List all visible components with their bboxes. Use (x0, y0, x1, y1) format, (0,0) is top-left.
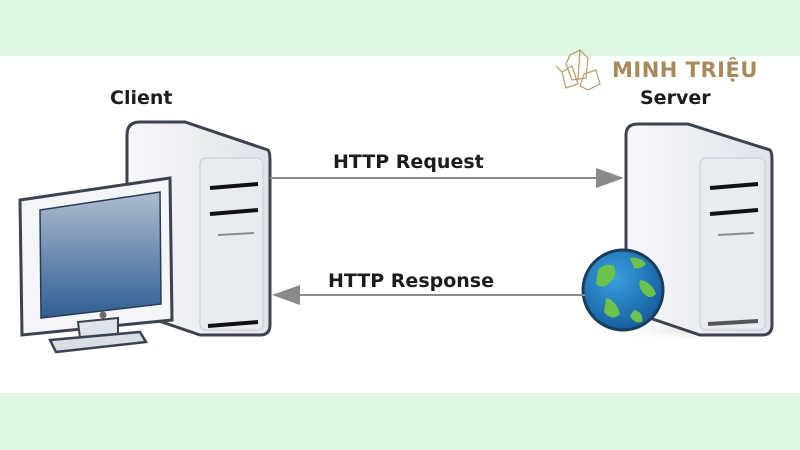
http-request-label: HTTP Request (333, 151, 484, 173)
http-response-label: HTTP Response (328, 270, 494, 292)
client-label: Client (110, 87, 173, 109)
server-label: Server (640, 87, 711, 109)
crystal-icon (555, 49, 601, 91)
top-band (0, 0, 800, 56)
response-arrow (272, 285, 585, 305)
bottom-band (0, 393, 800, 450)
server-tower (624, 122, 774, 337)
globe-icon (581, 248, 665, 332)
client-monitor (18, 176, 174, 354)
request-arrow (270, 168, 624, 188)
brand-logo-text: MINH TRIỆU (612, 58, 758, 82)
